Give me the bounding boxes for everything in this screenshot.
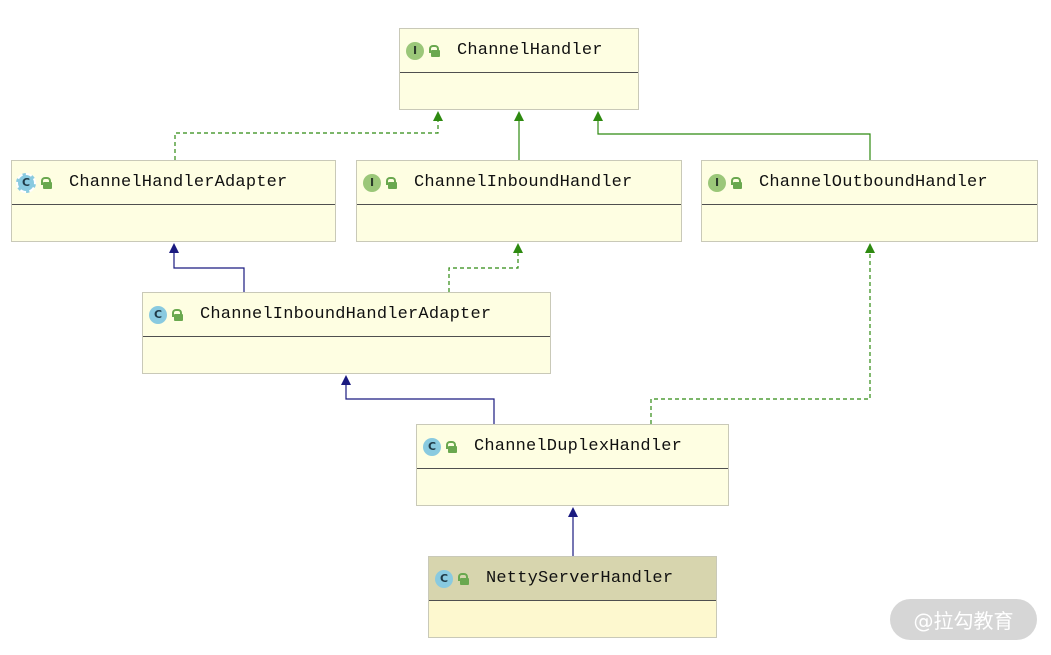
compartment-divider (429, 600, 716, 601)
class-box-channel-duplex-handler[interactable]: C ChannelDuplexHandler (416, 424, 729, 506)
class-name: ChannelInboundHandler (414, 173, 633, 192)
edge-extends-interface-channel-outbound-handler-to-channel-handler (593, 111, 871, 160)
class-box-header: C ChannelDuplexHandler (417, 425, 728, 468)
class-name: ChannelInboundHandlerAdapter (200, 305, 492, 324)
interface-icon: I (363, 173, 381, 192)
public-lock-icon (386, 176, 397, 189)
class-box-header: I ChannelInboundHandler (357, 161, 681, 204)
public-lock-icon (458, 572, 469, 585)
compartment-divider (417, 468, 728, 469)
edge-implements-channel-inbound-handler-adapter-to-channel-inbound-handler (448, 243, 523, 292)
class-box-header: C NettyServerHandler (429, 557, 716, 600)
class-box-header: C ChannelHandlerAdapter (12, 161, 335, 204)
class-box-netty-server-handler[interactable]: C NettyServerHandler (428, 556, 717, 638)
compartment-divider (12, 204, 335, 205)
interface-icon: I (708, 173, 726, 192)
class-box-header: I ChannelOutboundHandler (702, 161, 1037, 204)
class-box-channel-inbound-handler[interactable]: I ChannelInboundHandler (356, 160, 682, 242)
compartment-divider (400, 72, 638, 73)
class-name: ChannelOutboundHandler (759, 173, 988, 192)
class-box-channel-handler[interactable]: I ChannelHandler (399, 28, 639, 110)
public-lock-icon (429, 44, 440, 57)
class-name: ChannelHandler (457, 41, 603, 60)
class-icon: C (435, 569, 453, 588)
public-lock-icon (446, 440, 457, 453)
class-name: ChannelDuplexHandler (474, 437, 683, 456)
compartment-divider (143, 336, 550, 337)
class-icon: C (149, 305, 167, 324)
abstract-class-icon: C (16, 172, 36, 193)
edge-extends-channel-duplex-handler-to-channel-inbound-handler-adapter (341, 375, 495, 424)
compartment-divider (357, 204, 681, 205)
class-box-channel-inbound-handler-adapter[interactable]: C ChannelInboundHandlerAdapter (142, 292, 551, 374)
edge-implements-channel-handler-adapter-to-channel-handler (174, 111, 443, 160)
public-lock-icon (731, 176, 742, 189)
public-lock-icon (41, 176, 52, 189)
watermark-badge: @拉勾教育 (890, 599, 1037, 640)
edge-implements-channel-duplex-handler-to-channel-outbound-handler (650, 243, 875, 424)
class-icon: C (423, 437, 441, 456)
class-box-header: I ChannelHandler (400, 29, 638, 72)
interface-icon: I (406, 41, 424, 60)
class-box-channel-handler-adapter[interactable]: C ChannelHandlerAdapter (11, 160, 336, 242)
class-name: NettyServerHandler (486, 569, 674, 588)
public-lock-icon (172, 308, 183, 321)
class-name: ChannelHandlerAdapter (69, 173, 288, 192)
compartment-divider (702, 204, 1037, 205)
class-box-header: C ChannelInboundHandlerAdapter (143, 293, 550, 336)
edge-extends-channel-inbound-handler-adapter-to-channel-handler-adapter (169, 243, 245, 292)
class-box-channel-outbound-handler[interactable]: I ChannelOutboundHandler (701, 160, 1038, 242)
